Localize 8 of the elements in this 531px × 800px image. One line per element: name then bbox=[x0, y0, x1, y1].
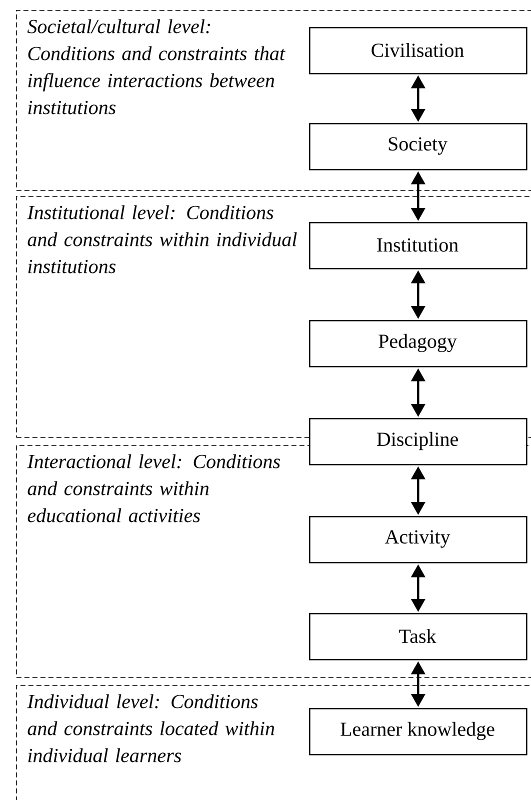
level-box: Learner knowledge bbox=[309, 708, 528, 756]
level-box: Institution bbox=[309, 222, 528, 270]
level-box: Discipline bbox=[309, 418, 528, 466]
level-box: Civilisation bbox=[309, 27, 528, 74]
level-box: Pedagogy bbox=[309, 320, 528, 368]
level-box: Activity bbox=[309, 516, 528, 564]
level-box: Task bbox=[309, 613, 528, 660]
level-box: Society bbox=[309, 123, 528, 170]
